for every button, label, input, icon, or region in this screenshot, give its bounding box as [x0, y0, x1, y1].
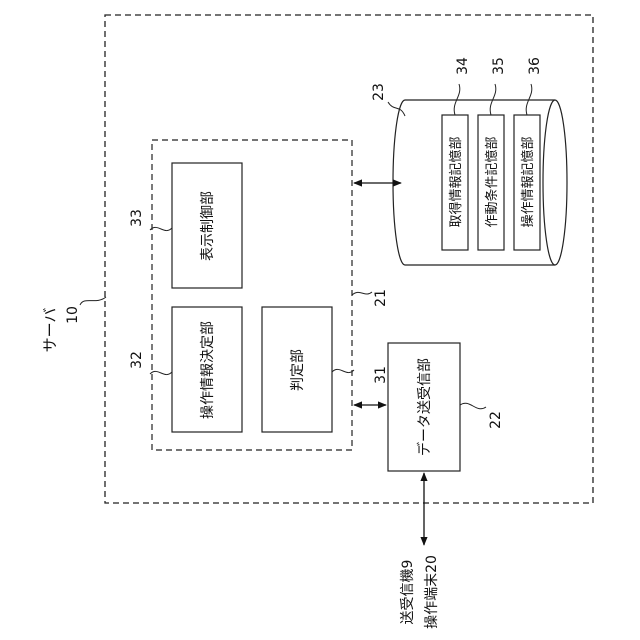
judgment-label: 判定部 — [290, 349, 306, 391]
data-transceiver-leader-line — [460, 403, 486, 409]
store-operation-info-label: 操作情報記憶部 — [520, 136, 536, 227]
operation-decision-leader-line — [150, 371, 172, 374]
store-operation-info-ref: 36 — [527, 57, 543, 75]
controller-leader-line — [352, 292, 372, 295]
data-transceiver-ref: 22 — [488, 411, 504, 429]
server-label: サーバ — [41, 308, 59, 353]
display-control-label: 表示制御部 — [200, 191, 216, 261]
server-leader-line — [80, 297, 106, 305]
controller-ref: 21 — [373, 289, 389, 307]
operation-decision-ref: 32 — [129, 351, 145, 369]
server-ref-number: 10 — [65, 306, 81, 324]
server-ref: 10 — [65, 306, 81, 324]
store-acquired-info-label: 取得情報記憶部 — [448, 136, 464, 227]
external-terminal-label: 操作端末20 — [424, 555, 440, 629]
display-control-leader-line — [150, 227, 172, 230]
operation-decision-label: 操作情報決定部 — [200, 321, 216, 419]
server-name: サーバ — [41, 308, 59, 353]
display-control-ref: 33 — [129, 209, 145, 227]
controller-ref-number: 21 — [373, 289, 389, 307]
store-acquired-info-ref: 34 — [455, 57, 471, 75]
database-ref: 23 — [371, 83, 387, 101]
judgment-leader-line — [332, 369, 354, 372]
store-operating-conditions-label: 作動条件記憶部 — [484, 136, 500, 227]
data-transceiver-label: データ送受信部 — [416, 358, 433, 456]
store-operating-conditions-ref: 35 — [491, 57, 507, 75]
external-transceiver-label: 送受信機9 — [400, 560, 416, 625]
judgment-ref: 31 — [373, 366, 389, 384]
